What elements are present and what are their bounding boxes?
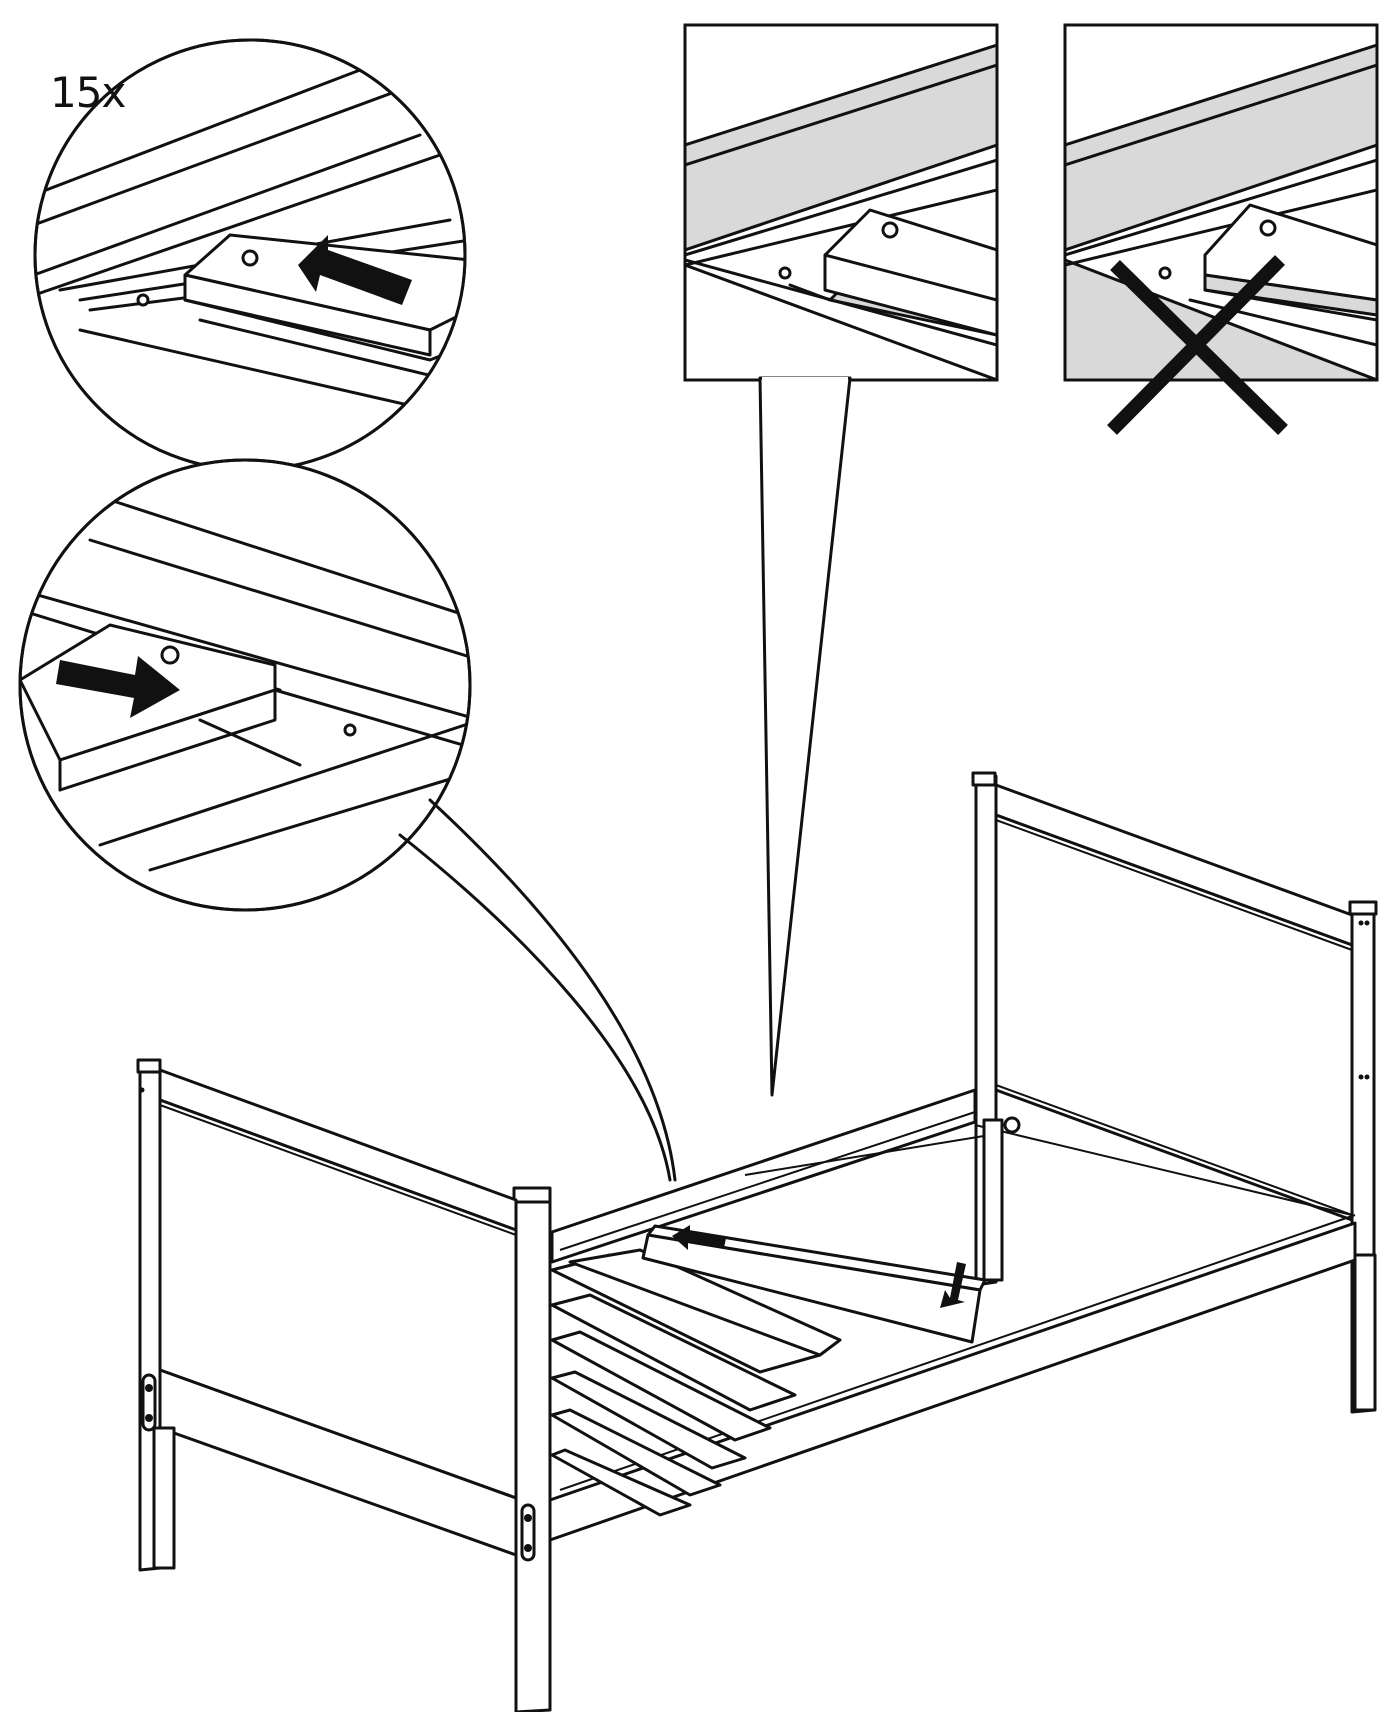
headboard-panel bbox=[994, 813, 1354, 1222]
callout-pointer bbox=[758, 376, 852, 1097]
footboard-leg bbox=[152, 1426, 176, 1570]
arrow-left-icon bbox=[298, 235, 412, 305]
post-top-cap bbox=[971, 771, 997, 787]
post-top-cap bbox=[1348, 900, 1378, 916]
cross-icon bbox=[1107, 255, 1288, 435]
placed-slats bbox=[550, 1248, 842, 1517]
detail-view-slat-slide-right bbox=[18, 458, 472, 912]
footboard-bottom-rail bbox=[158, 1368, 518, 1557]
arrow-down-left-icon bbox=[940, 1262, 966, 1308]
bolt-icon bbox=[1003, 1116, 1021, 1134]
post-top-cap bbox=[136, 1058, 162, 1074]
bed-frame bbox=[136, 771, 1378, 1714]
quantity-label: 15x bbox=[50, 68, 126, 117]
detail-view-slat-slide-left bbox=[33, 38, 467, 472]
far-side-rail bbox=[550, 1088, 977, 1264]
callout-pointer bbox=[428, 798, 677, 1182]
headboard-leg bbox=[1353, 1253, 1377, 1412]
post-top-cap bbox=[512, 1186, 552, 1204]
headboard-leg bbox=[982, 1118, 1004, 1282]
arrow-right-icon bbox=[56, 656, 180, 718]
arrow-left-icon bbox=[672, 1225, 726, 1250]
footboard-right-post bbox=[514, 1190, 552, 1714]
detail-view-correct-slat-position bbox=[683, 23, 999, 382]
detail-view-incorrect-slat-position bbox=[1063, 23, 1379, 435]
